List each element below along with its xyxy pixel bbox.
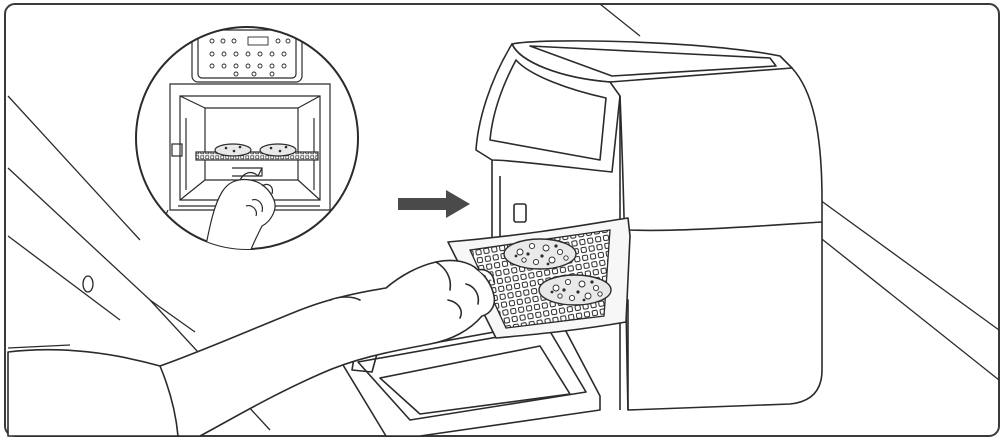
pizza-bottom bbox=[538, 274, 612, 306]
door-latch bbox=[513, 203, 527, 223]
cabinet-knob bbox=[82, 275, 94, 293]
inset-pizza-right bbox=[259, 143, 297, 157]
display-screen bbox=[489, 59, 607, 161]
hand-and-arm bbox=[7, 259, 496, 437]
air-fryer-oven bbox=[475, 40, 823, 411]
oven-body-side bbox=[609, 67, 823, 411]
inset-pizza-left bbox=[214, 143, 252, 157]
zoom-inset bbox=[135, 26, 359, 250]
inset-rack bbox=[195, 151, 319, 161]
inset-hand bbox=[204, 178, 276, 249]
inset-control-panel bbox=[197, 29, 297, 79]
countertop-lines bbox=[7, 3, 1000, 431]
right-arrow-icon bbox=[398, 190, 470, 218]
cooking-tray bbox=[447, 217, 631, 339]
control-panel bbox=[475, 43, 621, 173]
pizza-top bbox=[503, 238, 577, 270]
